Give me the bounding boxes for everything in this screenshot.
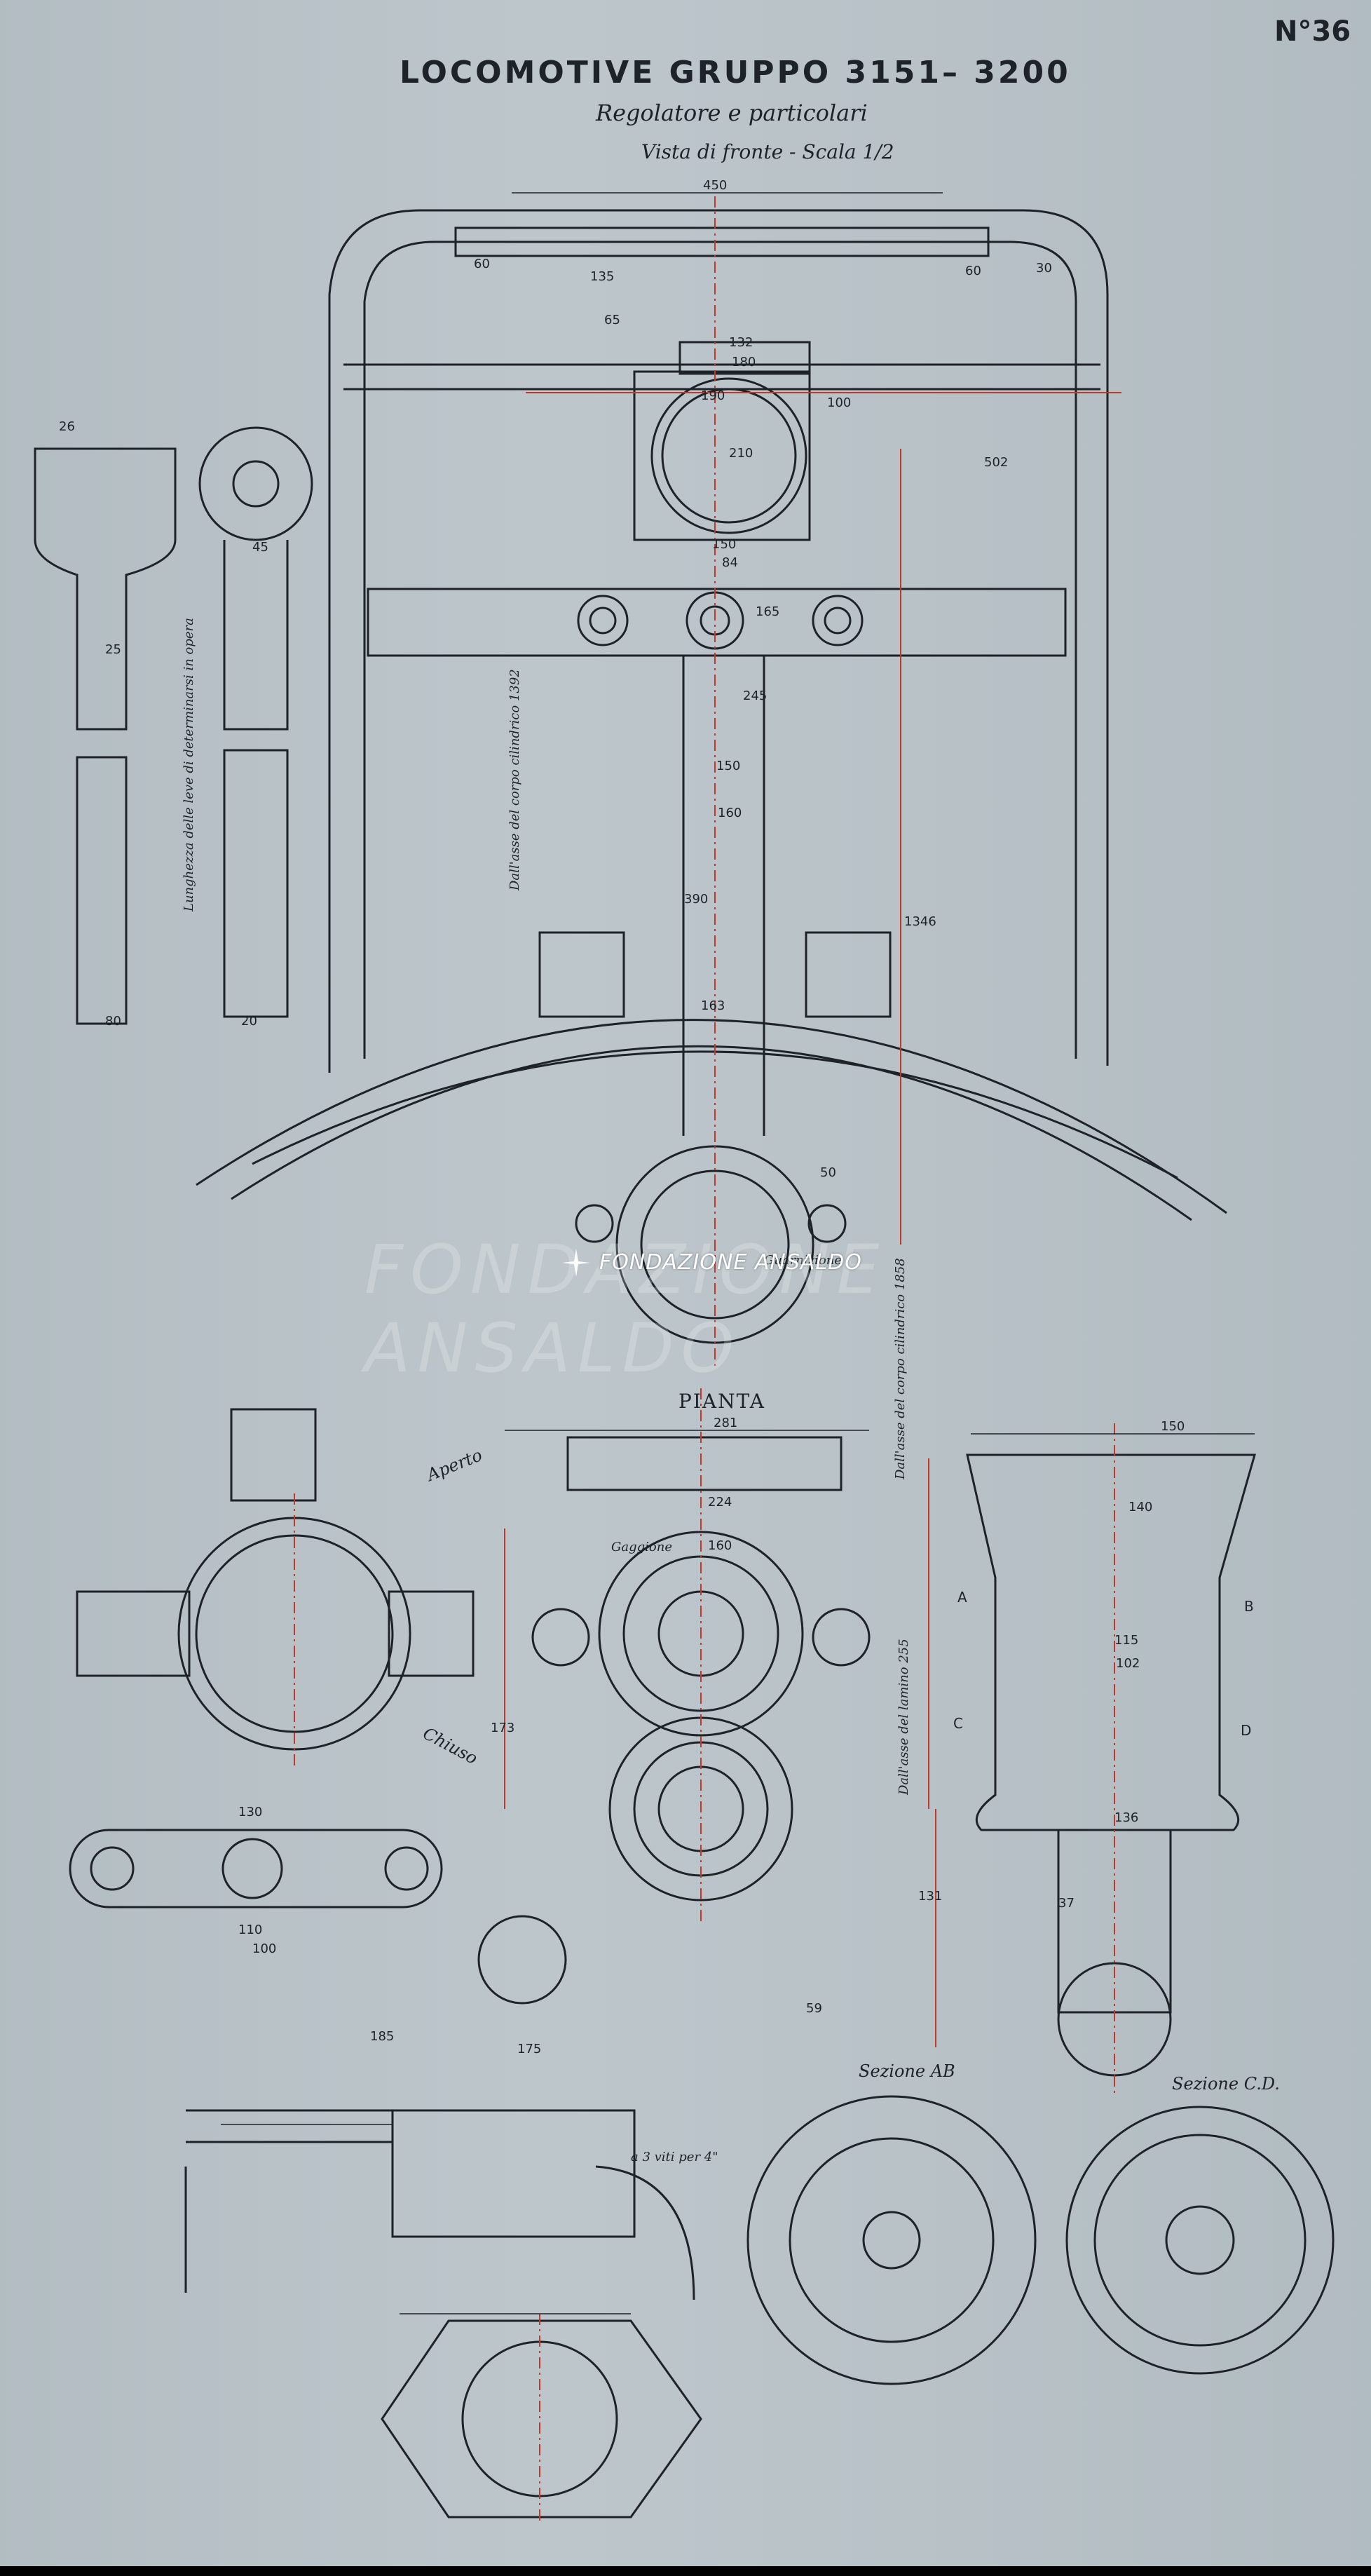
section-mark-d: D xyxy=(1241,1722,1251,1739)
valve-body-circle xyxy=(650,377,807,534)
dim-150b: 150 xyxy=(716,759,740,773)
upper-frame xyxy=(328,209,1109,1066)
dim-224: 224 xyxy=(708,1495,732,1510)
dim-185: 185 xyxy=(370,2029,394,2044)
drawing-subtitle: Regolatore e particolari xyxy=(596,100,868,126)
dim-131: 131 xyxy=(918,1889,942,1904)
dim-135: 135 xyxy=(590,269,614,284)
dim-502: 502 xyxy=(984,455,1008,470)
dim-60b: 60 xyxy=(965,264,981,278)
view-scale-label: Vista di fronte - Scala 1/2 xyxy=(641,140,894,163)
dim-150c: 150 xyxy=(1161,1419,1185,1434)
dim-390: 390 xyxy=(684,892,708,907)
dim-281: 281 xyxy=(714,1416,737,1430)
dim-160b: 160 xyxy=(708,1538,732,1553)
section-cd-disc xyxy=(1065,2106,1335,2375)
lever-left-a xyxy=(34,447,177,731)
dim-160a: 160 xyxy=(718,806,742,820)
dim-30: 30 xyxy=(1036,261,1052,276)
dim-45: 45 xyxy=(252,540,268,555)
drawing-title: LOCOMOTIVE GRUPPO 3151– 3200 xyxy=(400,55,1071,90)
dim-59: 59 xyxy=(806,2001,822,2016)
section-cd-label: Sezione C.D. xyxy=(1172,2074,1280,2094)
annotation-vertical-1: Dall'asse del corpo cilindrico 1392 xyxy=(507,669,522,891)
annotation-vertical-2: Dall'asse del corpo cilindrico 1858 xyxy=(893,1258,908,1480)
plan-view-label: PIANTA xyxy=(678,1390,765,1413)
plan-view-top xyxy=(566,1436,843,1491)
dim-150a: 150 xyxy=(712,537,736,552)
plan-view-center xyxy=(598,1531,804,1737)
annotation-a-vite: a 3 viti per 4" xyxy=(631,2150,718,2164)
dim-100: 100 xyxy=(827,395,851,410)
lever-left-b-eye xyxy=(198,426,313,541)
section-mark-a: A xyxy=(957,1589,967,1606)
dim-60a: 60 xyxy=(474,257,490,271)
section-mark-c: C xyxy=(953,1715,963,1732)
dim-20: 20 xyxy=(241,1014,257,1029)
dim-65: 65 xyxy=(604,313,620,327)
dim-100b: 100 xyxy=(252,1941,276,1956)
section-mark-b: B xyxy=(1244,1598,1254,1615)
annotation-vertical-3: Dall'asse del lamino 255 xyxy=(896,1639,911,1796)
dim-80: 80 xyxy=(105,1014,121,1029)
hex-nut xyxy=(381,2319,702,2519)
dim-210: 210 xyxy=(729,446,753,461)
watermark: FONDAZIONE ANSALDO FONDAZIONE ANSALDO xyxy=(224,1223,1157,1388)
annotation-gaggione: Gaggione xyxy=(611,1540,672,1554)
dim-165: 165 xyxy=(756,604,779,619)
dim-132: 132 xyxy=(729,335,753,350)
dim-140: 140 xyxy=(1128,1500,1152,1514)
plate-number: N°36 xyxy=(1274,15,1351,48)
dim-102: 102 xyxy=(1116,1656,1140,1671)
arc-guide xyxy=(196,1019,1227,1214)
cap-section xyxy=(391,2109,636,2238)
dim-190: 190 xyxy=(701,388,725,403)
dim-1346: 1346 xyxy=(904,914,936,929)
dim-26: 26 xyxy=(59,419,75,434)
upper-frame-inner xyxy=(363,240,1077,1059)
dim-136: 136 xyxy=(1114,1810,1138,1825)
dim-450: 450 xyxy=(703,178,727,193)
scan-bottom-edge xyxy=(0,2566,1371,2576)
annotation-vertical-4: Lunghezza delle leve di determinarsi in … xyxy=(182,618,196,912)
side-view-body xyxy=(966,1453,1256,1831)
link-bar xyxy=(69,1829,443,1909)
dim-245: 245 xyxy=(743,689,767,703)
dim-130: 130 xyxy=(238,1805,262,1819)
crossbar xyxy=(367,588,1067,657)
dim-84: 84 xyxy=(722,555,738,570)
dim-110: 110 xyxy=(238,1923,262,1937)
section-ab-disc xyxy=(746,2095,1037,2385)
annotation-guarnizione: Guarnizione xyxy=(764,1253,842,1268)
dim-115: 115 xyxy=(1114,1633,1138,1648)
dim-50: 50 xyxy=(820,1165,836,1180)
watermark-text: FONDAZIONE ANSALDO xyxy=(364,1231,887,1388)
dim-37: 37 xyxy=(1058,1896,1075,1911)
ansaldo-logo-icon xyxy=(562,1249,590,1277)
dim-180: 180 xyxy=(732,355,756,370)
section-ab-label: Sezione AB xyxy=(859,2061,955,2081)
dim-173: 173 xyxy=(491,1721,514,1735)
dim-25: 25 xyxy=(105,642,121,657)
dim-175: 175 xyxy=(517,2042,541,2056)
dim-163: 163 xyxy=(701,998,725,1013)
watermark-logo-text: FONDAZIONE ANSALDO xyxy=(599,1250,862,1275)
valve-body xyxy=(633,370,811,541)
